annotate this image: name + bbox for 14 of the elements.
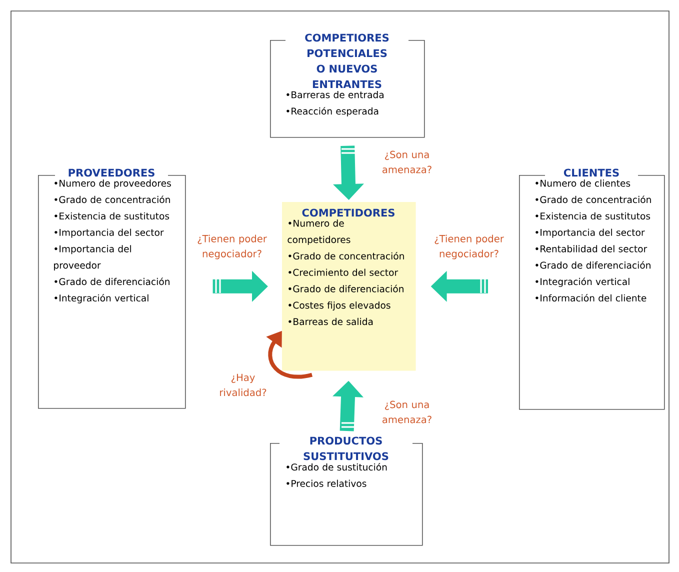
node-label: COMPETIORES [305, 34, 389, 42]
edge-label: ¿Hay rivalidad? [220, 374, 266, 396]
node-label: PROVEEDORES [68, 168, 154, 177]
edge-label: ¿Son una amenaza? [382, 150, 432, 174]
node-label: CLIENTES [564, 168, 619, 177]
edge-label: ¿Tienen poder negociador? [434, 234, 504, 260]
box: CLIENTES •Numero de clientes •Grado de concentración •Existencia de sustitutos •Importancia del sector •Rentabilidad del sector •Grado de diferenciación •Integración vertical •Información del cliente [519, 167, 665, 410]
edge-label: ¿Tienen poder negociador? [198, 234, 267, 260]
box: PROVEEDORES •Numero de proveedores •Grado de concentración •Existencia de sustitutos •Importancia del sector •Importancia del proveedor •Grado de diferenciación •Integración vertical [38, 167, 186, 409]
edge-label: ¿Son una amenaza? [382, 400, 432, 424]
box: COMPETIORES POTENCIALES O NUEVOS ENTRANTES •Barreras de entrada •Reacción esperada [270, 32, 425, 138]
box: PRODUCTOS SUSTITUTIVOS •Grado de sustitución •Precios relativos [270, 435, 423, 546]
node-label: PRODUCTOS [310, 436, 382, 445]
highlighted-box: COMPETIDORES •Numero de competidores •Grado de concentración •Crecimiento del sector •Grado de diferenciación •Costes fijos elevados •Barreas de salida [282, 202, 416, 371]
